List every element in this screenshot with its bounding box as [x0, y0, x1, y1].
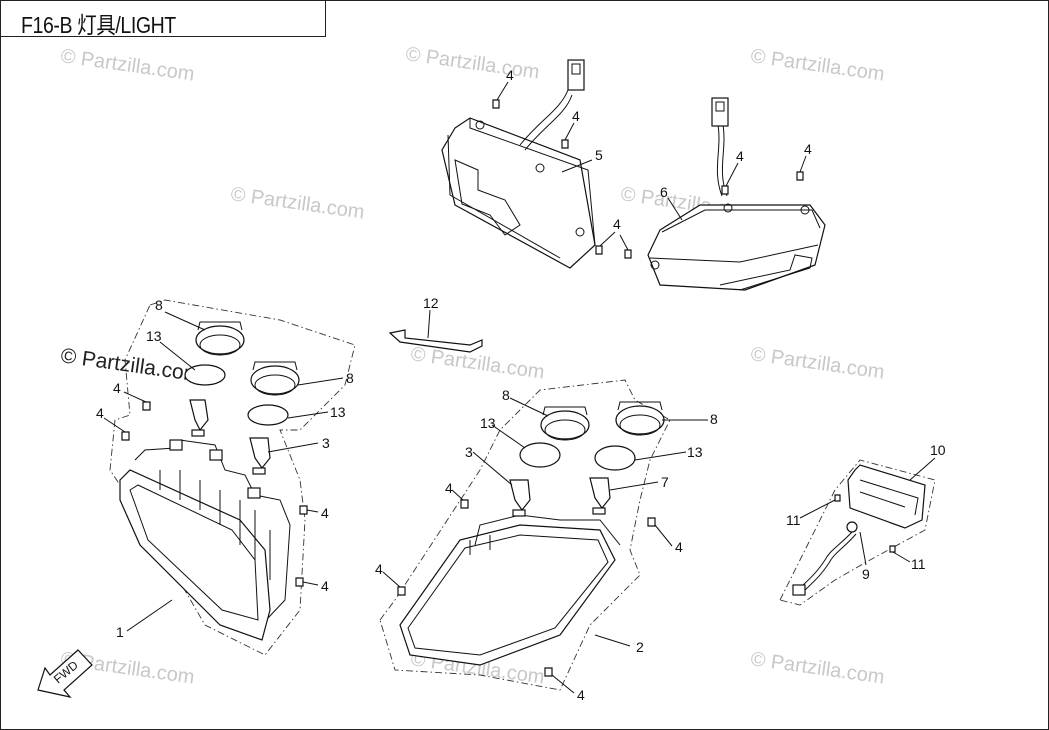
callout-4: 4 [321, 578, 329, 594]
watermark-dark: © Partzilla.com [59, 344, 202, 386]
callout-4: 4 [675, 539, 683, 555]
callout-7: 7 [661, 474, 669, 490]
part-10-tail-light [779, 459, 936, 606]
callout-6: 6 [660, 184, 668, 200]
callout-8: 8 [502, 387, 510, 403]
watermark: © Partzilla.com [229, 183, 366, 224]
callout-3: 3 [465, 444, 473, 460]
callout-4: 4 [113, 380, 121, 396]
watermark: © Partzilla.com [749, 45, 886, 86]
callout-4: 4 [577, 687, 585, 703]
callout-11: 11 [786, 512, 801, 528]
part-12-bracket [388, 329, 483, 353]
watermark: © Partzilla.com [409, 343, 546, 384]
callout-10: 10 [930, 442, 946, 458]
callout-13: 13 [146, 328, 162, 344]
callout-1: 1 [116, 624, 124, 640]
callout-4: 4 [321, 505, 329, 521]
screws-right [397, 499, 656, 677]
callout-labels: 4 4 5 4 4 6 4 4 12 8 13 8 4 13 4 3 4 4 1… [96, 67, 946, 703]
callout-4: 4 [445, 480, 453, 496]
watermark: © Partzilla.com [749, 648, 886, 689]
callout-8: 8 [155, 297, 163, 313]
callout-5: 5 [595, 147, 603, 163]
callout-4: 4 [613, 216, 621, 232]
callout-8: 8 [346, 370, 354, 386]
watermark: © Partzilla.com [59, 45, 196, 86]
leader-lines [103, 81, 936, 694]
part-1-left-headlight [109, 299, 356, 656]
part-5-lamp-left [441, 59, 596, 269]
diagram-title: F16-B 灯具/LIGHT [21, 12, 176, 38]
title-box: F16-B 灯具/LIGHT [1, 1, 326, 38]
part-2-right-headlight [379, 379, 671, 691]
part-6-lamp-right [647, 97, 826, 291]
watermark: © Partzilla.com [404, 43, 541, 84]
callout-4: 4 [96, 405, 104, 421]
watermark: © Partzilla.com [749, 343, 886, 384]
callout-13: 13 [330, 404, 346, 420]
callout-3: 3 [322, 435, 330, 451]
callout-4: 4 [736, 148, 744, 164]
screws-left [121, 401, 308, 587]
callout-9: 9 [862, 566, 870, 582]
watermark-layer: © Partzilla.com © Partzilla.com © Partzi… [59, 43, 886, 689]
callout-12: 12 [423, 295, 439, 311]
callout-13: 13 [687, 444, 703, 460]
callout-4: 4 [375, 561, 383, 577]
callout-11: 11 [911, 556, 926, 572]
callout-4: 4 [804, 141, 812, 157]
callout-8: 8 [710, 411, 718, 427]
callout-2: 2 [636, 639, 644, 655]
callout-4: 4 [506, 67, 514, 83]
callout-4: 4 [572, 108, 580, 124]
callout-13: 13 [480, 415, 496, 431]
